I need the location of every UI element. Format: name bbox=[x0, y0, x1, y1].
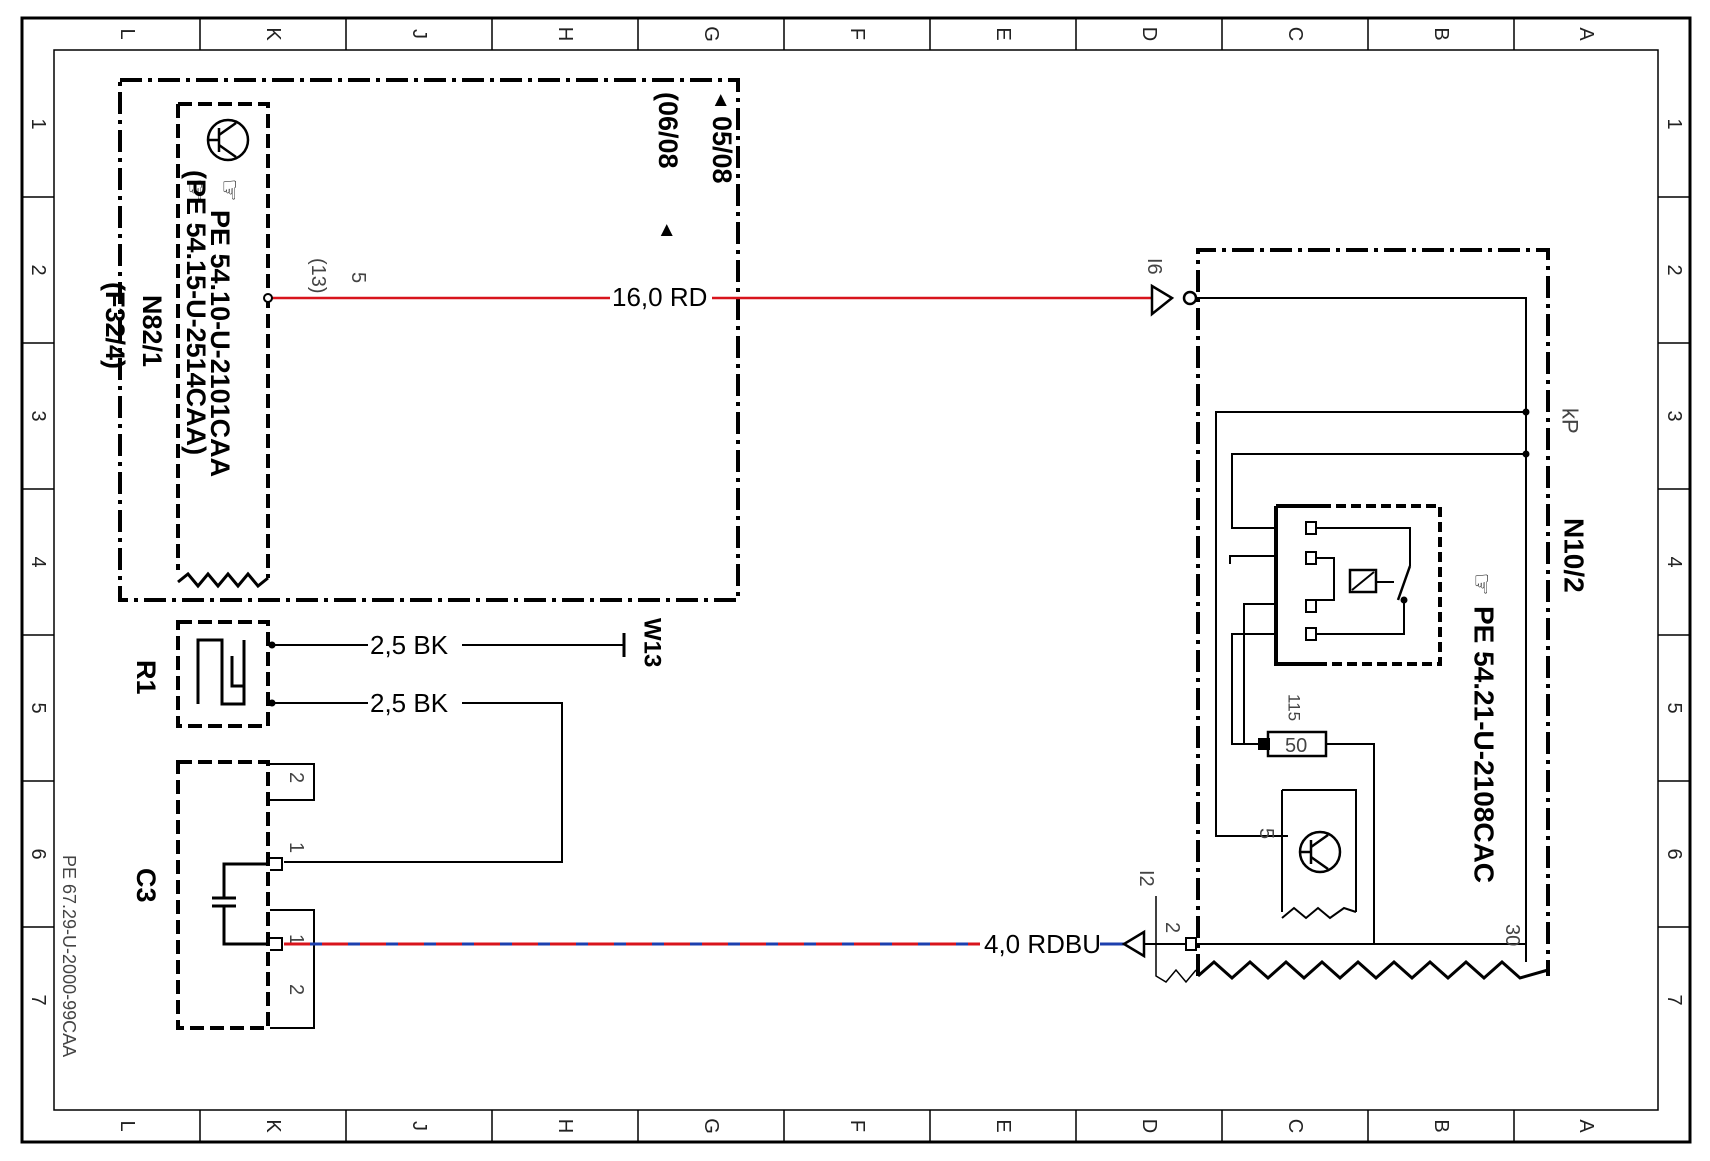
grid-labels-left: 1 2 3 4 5 6 7 bbox=[27, 118, 49, 1005]
grid-col-label: F bbox=[846, 28, 868, 40]
n82-pin: 5 bbox=[347, 272, 369, 283]
relay-icon bbox=[1274, 504, 1442, 666]
w13-label: W13 bbox=[639, 618, 666, 667]
connector-arrow-icon bbox=[1150, 283, 1175, 317]
n82-sublabel: (F32/4) bbox=[100, 282, 130, 369]
grid-row-label: 2 bbox=[1663, 264, 1685, 275]
grid-row-label: 6 bbox=[1663, 848, 1685, 859]
grid-row-label: 5 bbox=[27, 702, 49, 713]
hand-pointer-icon: ☞ bbox=[215, 178, 245, 201]
grid-row-label: 7 bbox=[27, 994, 49, 1005]
fuse-value: 50 bbox=[1285, 735, 1307, 757]
grid-row-label: 4 bbox=[1663, 556, 1685, 567]
grid-labels-bottom: L K J H G F E D C B A bbox=[116, 1118, 1597, 1134]
c3-component: C3 2 1 1 2 bbox=[131, 760, 315, 1030]
c3-pin-2-bottom: 2 bbox=[285, 984, 307, 995]
c3-pin-2-top: 2 bbox=[285, 772, 307, 783]
n82-ref-secondary: (PE 54.15-U-2514CAA) bbox=[181, 170, 211, 455]
n10-ref: PE 54.21-U-2108CAC bbox=[1469, 606, 1500, 883]
r1-component: R1 bbox=[131, 620, 270, 728]
inner-ecu: 5 bbox=[1250, 789, 1357, 920]
grid-col-label: B bbox=[1430, 1119, 1452, 1132]
grid-labels-right: 1 2 3 4 5 6 7 bbox=[1663, 118, 1685, 1005]
n82-module: ☞ ☞ PE 54.10-U-2101CAA (PE 54.15-U-2514C… bbox=[100, 78, 740, 602]
grid-col-label: E bbox=[992, 1119, 1014, 1132]
n10-break-zigzag bbox=[1197, 959, 1549, 981]
connector-bottom-label: I2 bbox=[1135, 870, 1157, 887]
grid-row-label: 3 bbox=[27, 410, 49, 421]
sheet-frame bbox=[20, 16, 1692, 1144]
transistor-icon bbox=[206, 118, 250, 162]
n82-date-alt: (06/08 bbox=[653, 92, 683, 169]
grid-row-label: 3 bbox=[1663, 410, 1685, 421]
c3-pin-1b: 1 bbox=[285, 934, 307, 945]
n10-outer-box bbox=[1196, 248, 1550, 976]
grid-col-label: C bbox=[1284, 27, 1306, 41]
grid-col-label: F bbox=[846, 1120, 868, 1132]
grid-col-label: H bbox=[554, 27, 576, 41]
wire-2-5-bk-1: 2,5 BK W13 bbox=[268, 618, 666, 667]
connector-arrow-icon bbox=[1121, 929, 1146, 959]
grid-col-label: A bbox=[1575, 27, 1597, 41]
grid-row-label: 7 bbox=[1663, 994, 1685, 1005]
wire-bk2-label: 2,5 BK bbox=[370, 688, 449, 718]
ecu-pin: 5 bbox=[1255, 828, 1277, 839]
wire-4-rdbu: 4,0 RDBU bbox=[284, 929, 1124, 959]
n10-pin-2: 2 bbox=[1161, 922, 1183, 933]
grid-col-label: L bbox=[116, 28, 138, 39]
grid-col-label: J bbox=[408, 1121, 430, 1131]
arrow-down-icon: ◂ bbox=[655, 224, 682, 236]
grid-col-label: L bbox=[116, 1120, 138, 1131]
grid-labels-top: L K J H G F E D C B A bbox=[116, 26, 1597, 42]
n82-inner-box bbox=[178, 102, 270, 578]
fuse-id: 115 bbox=[1285, 694, 1304, 721]
wire-16-rd: 16,0 RD bbox=[263, 282, 1172, 312]
capacitor-icon bbox=[212, 862, 270, 946]
kp-label: kP bbox=[1558, 408, 1583, 434]
grid-col-label: G bbox=[700, 26, 722, 42]
grid-row-label: 1 bbox=[1663, 118, 1685, 129]
n82-pin-alt: (13) bbox=[307, 258, 329, 294]
grid-col-label: D bbox=[1138, 1119, 1160, 1133]
wire-bk1-label: 2,5 BK bbox=[370, 630, 449, 660]
transistor-icon bbox=[1298, 830, 1342, 874]
n82-date: 05/08 bbox=[707, 116, 737, 184]
fuse-icon: 50 115 bbox=[1258, 694, 1328, 758]
grid-col-label: K bbox=[262, 27, 284, 41]
n10-pin-30: 30 bbox=[1501, 924, 1523, 946]
arrow-down-icon: ◂ bbox=[709, 94, 736, 106]
grid-row-label: 5 bbox=[1663, 702, 1685, 713]
heater-element-icon bbox=[196, 638, 246, 706]
r1-label: R1 bbox=[131, 660, 161, 695]
grid-col-label: J bbox=[408, 29, 430, 39]
grid-col-label: K bbox=[262, 1119, 284, 1133]
grid-col-label: C bbox=[1284, 1119, 1306, 1133]
grid-col-label: E bbox=[992, 27, 1014, 40]
grid-col-label: H bbox=[554, 1119, 576, 1133]
grid-row-label: 6 bbox=[27, 848, 49, 859]
c3-pin-1a: 1 bbox=[285, 842, 307, 853]
c3-label: C3 bbox=[131, 868, 161, 903]
hand-pointer-icon: ☞ bbox=[181, 178, 211, 201]
hand-pointer-icon: ☞ bbox=[1467, 572, 1497, 595]
grid-row-label: 2 bbox=[27, 264, 49, 275]
grid-col-label: A bbox=[1575, 1119, 1597, 1133]
wire-rdbu-label: 4,0 RDBU bbox=[984, 929, 1101, 959]
sheet-id: PE 67.29-U-2000-99CAA bbox=[59, 855, 79, 1057]
n82-label: N82/1 bbox=[137, 295, 167, 367]
n82-ref-primary: PE 54.10-U-2101CAA bbox=[205, 210, 235, 477]
n82-break-zigzag bbox=[177, 571, 269, 589]
connector-top-label: I6 bbox=[1143, 258, 1165, 275]
n10-module: I6 I2 2 bbox=[1121, 248, 1590, 984]
wire-16-rd-label: 16,0 RD bbox=[612, 282, 707, 312]
grid-col-label: G bbox=[700, 1118, 722, 1134]
n10-label: N10/2 bbox=[1559, 518, 1590, 593]
grid-col-label: B bbox=[1430, 27, 1452, 40]
wire-2-5-bk-2: 2,5 BK bbox=[268, 688, 563, 863]
grid-col-label: D bbox=[1138, 27, 1160, 41]
grid-row-label: 4 bbox=[27, 556, 49, 567]
grid-row-label: 1 bbox=[27, 118, 49, 129]
n82-outer-box bbox=[118, 78, 740, 602]
